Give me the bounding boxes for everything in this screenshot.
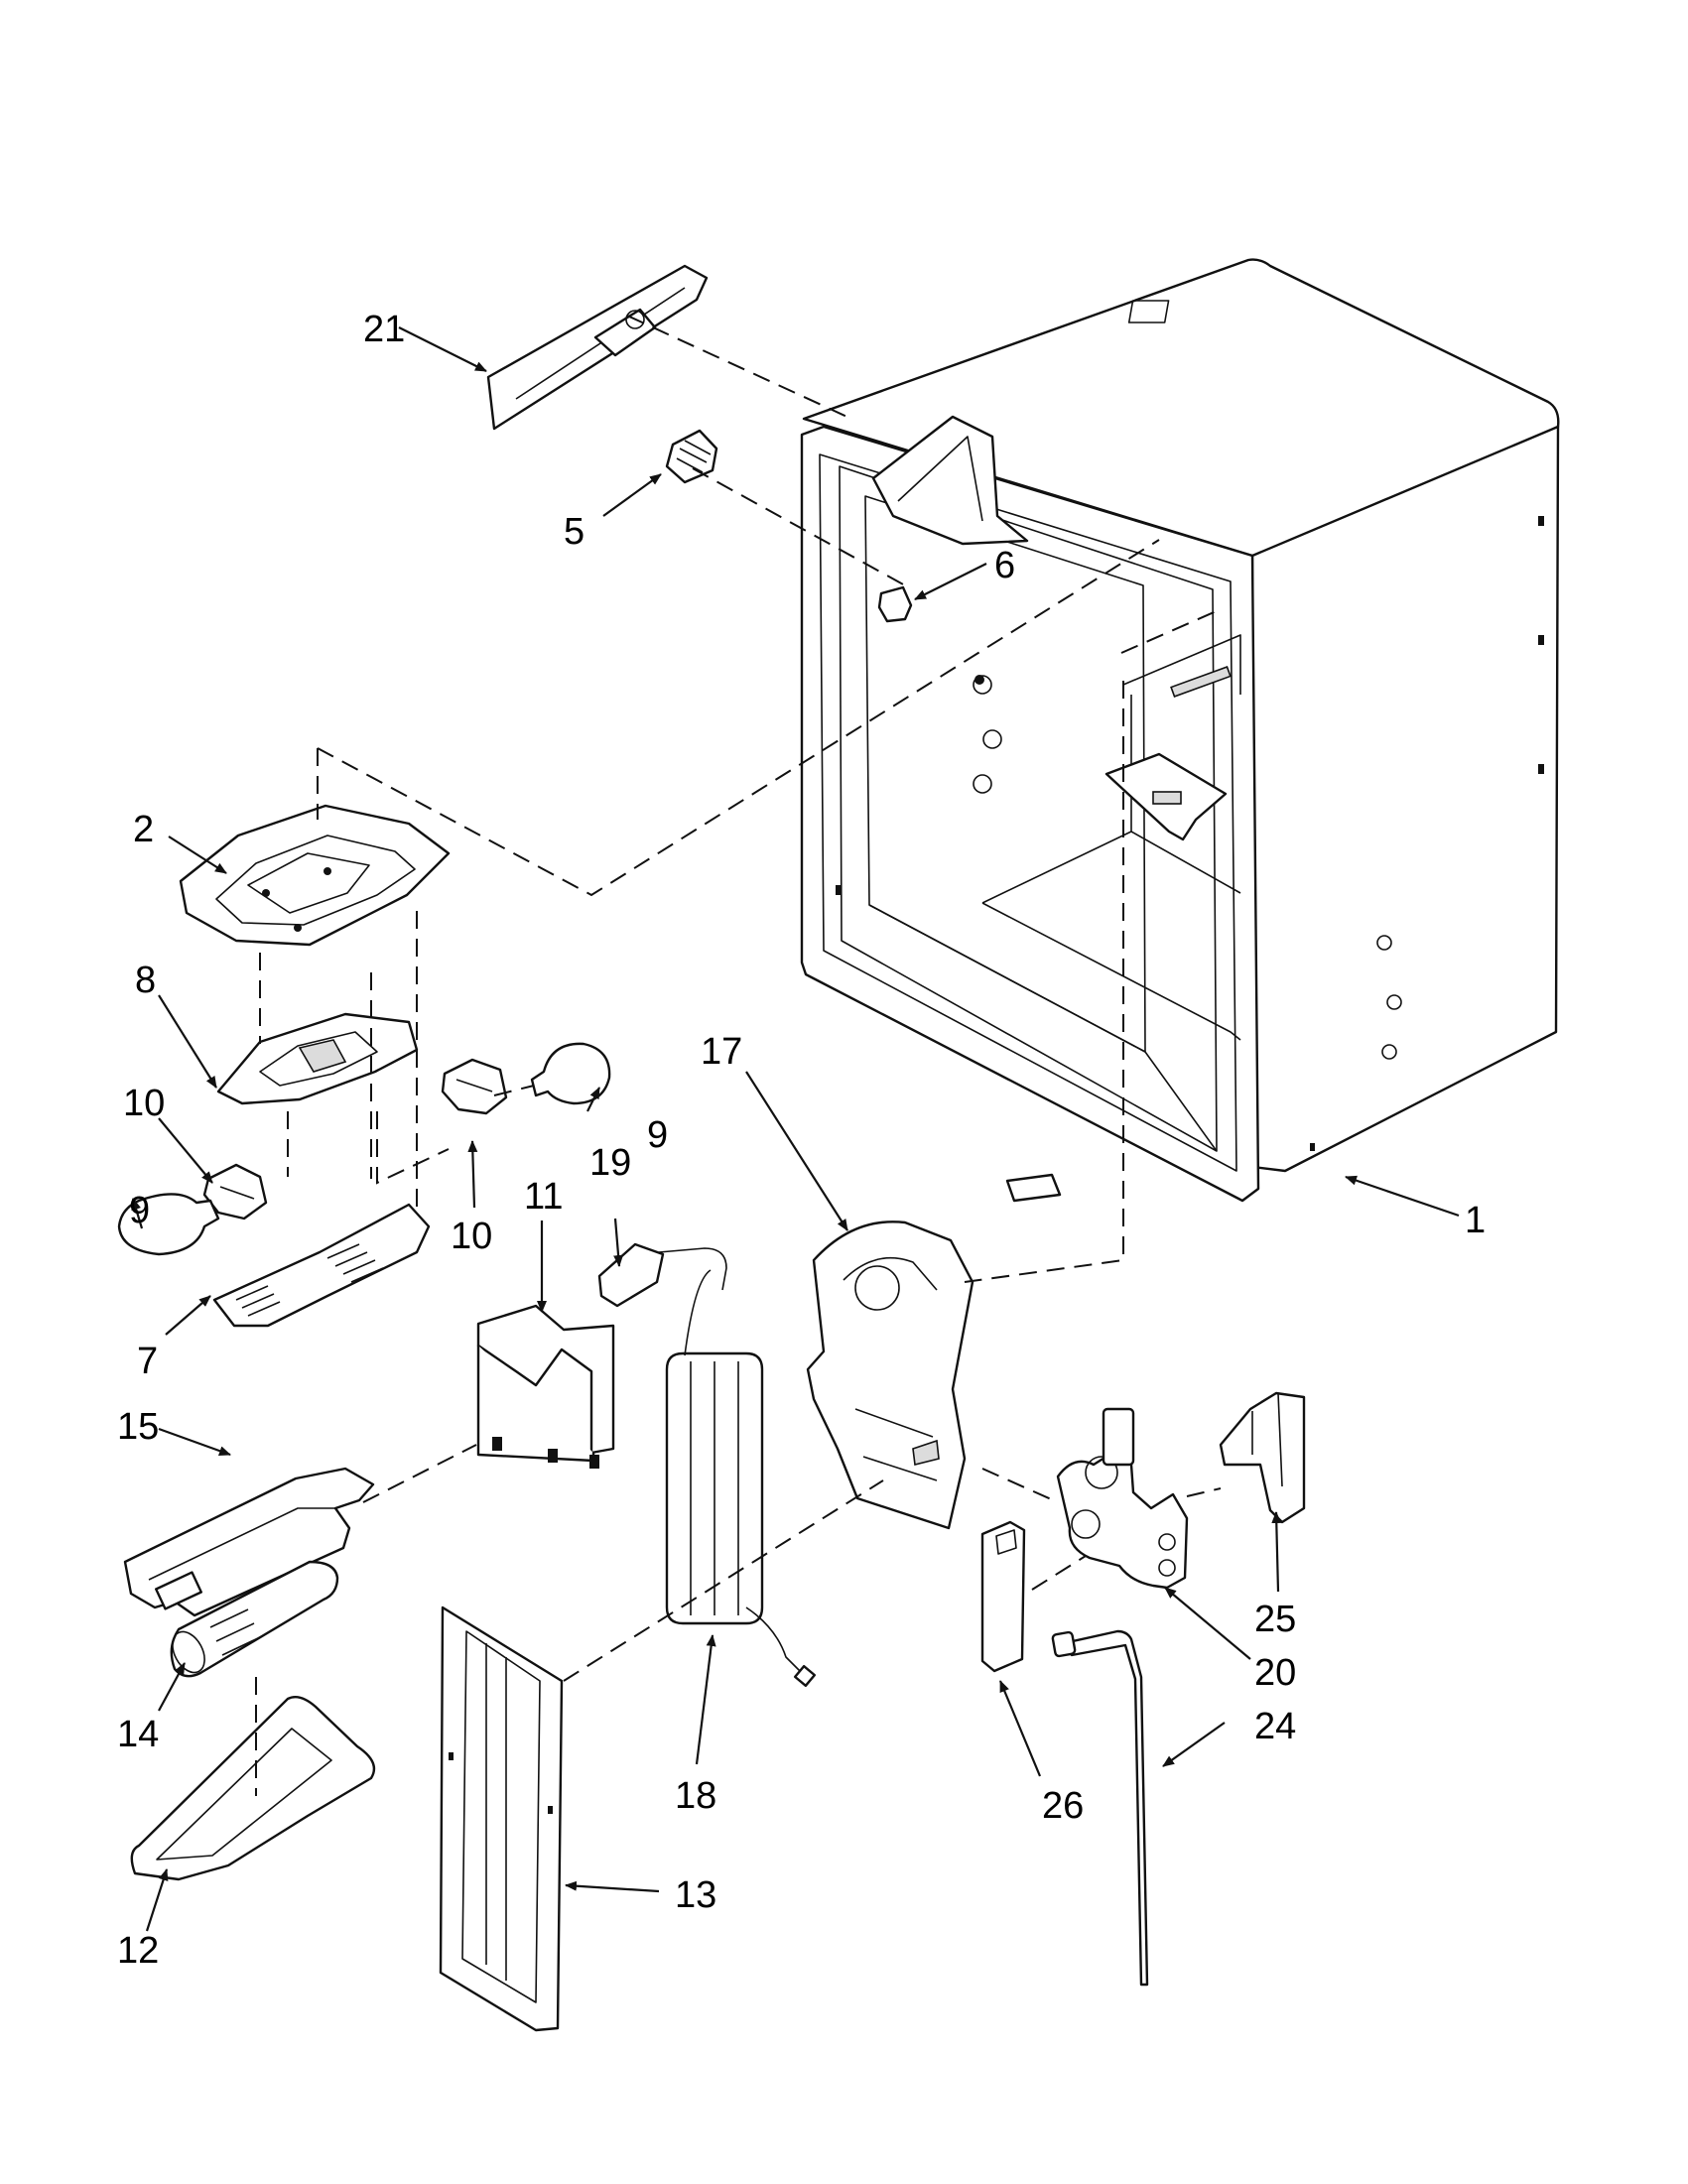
callout-2: 2 — [133, 809, 154, 850]
callout-10-left: 10 — [123, 1083, 165, 1124]
part-9-bulb-left — [117, 1193, 220, 1256]
part-5-knob — [665, 429, 718, 484]
part-18-heater — [665, 1269, 817, 1688]
callout-12: 12 — [117, 1930, 159, 1972]
part-7-lens-cover — [212, 1203, 431, 1328]
part-10-socket-right — [441, 1058, 508, 1115]
callout-24: 24 — [1254, 1706, 1296, 1747]
callout-21: 21 — [363, 309, 405, 350]
callout-7: 7 — [137, 1341, 158, 1382]
callout-1: 1 — [1465, 1200, 1486, 1241]
callout-6: 6 — [994, 545, 1015, 586]
callout-25: 25 — [1254, 1599, 1296, 1640]
part-9-bulb-right — [530, 1042, 611, 1105]
callout-20: 20 — [1254, 1652, 1296, 1694]
callout-17: 17 — [701, 1031, 742, 1073]
part-24-water-tube — [1051, 1629, 1149, 1987]
part-13-trim-panel — [439, 1606, 564, 2032]
part-19-connector — [597, 1242, 727, 1308]
callout-11: 11 — [524, 1176, 563, 1218]
callout-19: 19 — [589, 1142, 631, 1184]
part-14-filter — [170, 1560, 339, 1678]
callout-14: 14 — [117, 1714, 159, 1755]
callout-labels: 21 5 6 2 8 10 9 9 10 7 17 1 11 19 15 14 … — [117, 309, 1486, 1972]
callout-13: 13 — [675, 1874, 716, 1916]
part-25-valve-bracket — [1219, 1391, 1306, 1524]
leader-arrows — [131, 326, 1460, 1932]
callout-18: 18 — [675, 1775, 716, 1817]
part-6-switch — [877, 585, 913, 623]
part-12-drip-tray — [130, 1696, 376, 1881]
part-1-liner — [800, 258, 1560, 1203]
part-15-housing — [123, 1467, 375, 1617]
part-20-water-valve — [1056, 1407, 1189, 1590]
part-21-chute-flap — [486, 264, 709, 431]
callout-5: 5 — [564, 511, 584, 553]
callout-8: 8 — [135, 960, 156, 1001]
part-17-bracket — [806, 1220, 974, 1530]
part-11-bracket — [476, 1304, 615, 1469]
part-2-light-housing — [179, 804, 451, 947]
assembly-lines — [255, 315, 1222, 1796]
callout-26: 26 — [1042, 1785, 1084, 1827]
callout-15: 15 — [117, 1406, 159, 1448]
part-10-socket-left — [202, 1163, 268, 1220]
callout-9-left: 9 — [129, 1190, 150, 1231]
callout-10-right: 10 — [451, 1216, 492, 1257]
part-8-diffuser — [216, 1012, 419, 1105]
callout-9-right: 9 — [647, 1114, 668, 1156]
part-26-valve-cover — [980, 1520, 1026, 1673]
